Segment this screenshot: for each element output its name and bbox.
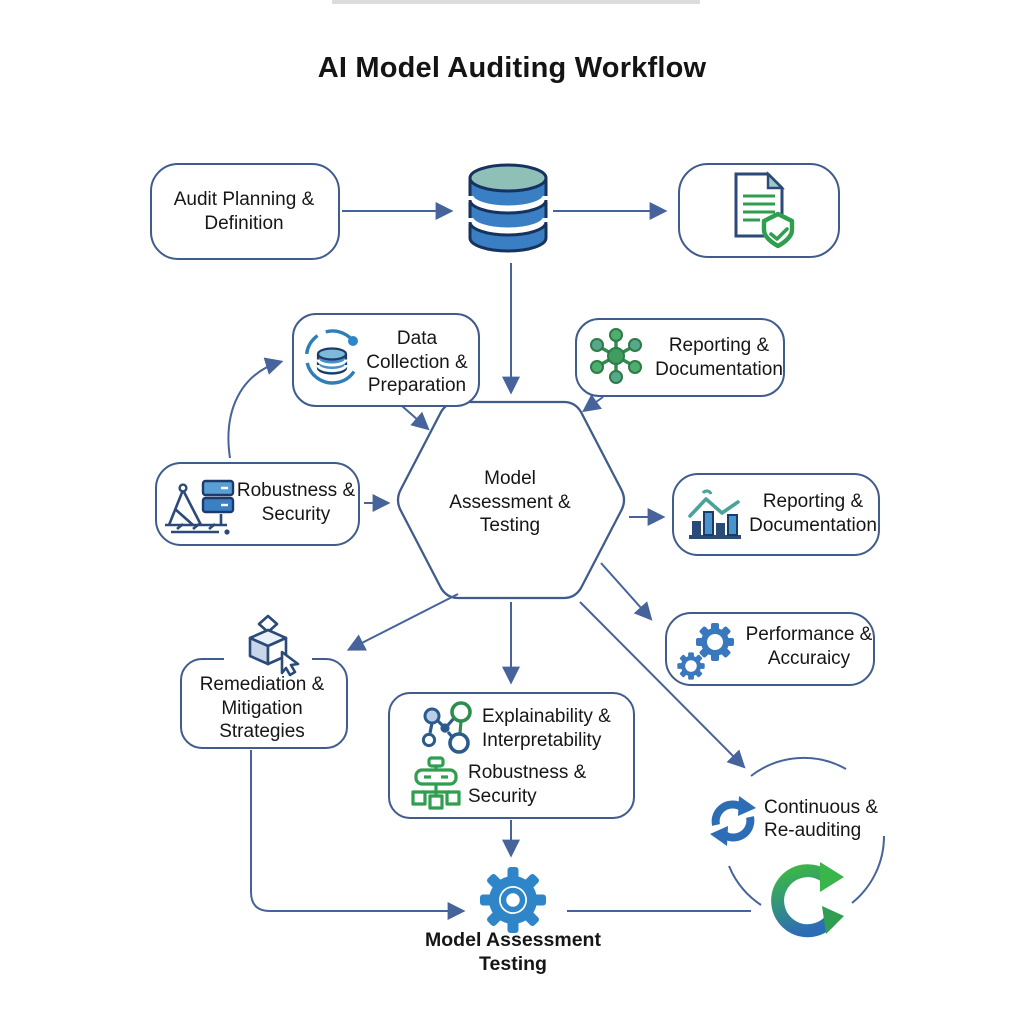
arrow-hexagon-to-performance — [600, 562, 653, 621]
label-explainability: Explainability & Interpretability — [482, 706, 611, 751]
label-continuous: Continuous & Re-auditing — [764, 797, 879, 841]
node-reporting-top — [575, 318, 785, 397]
arrow-hexagon-to-remediation — [346, 593, 459, 651]
cube-cursor-icon — [224, 614, 312, 680]
cycle-arc-top — [750, 756, 847, 777]
sync-arrows-icon — [710, 796, 756, 846]
page-title: AI Model Auditing Workflow — [317, 52, 707, 84]
arrow-hexagon-to-continuous — [579, 601, 746, 769]
cycle-arc-bottom-left — [728, 865, 762, 906]
gear-icon — [480, 867, 546, 933]
arrow-datacollection-to-hexagon — [401, 405, 430, 431]
database-cylinder-icon — [466, 163, 550, 253]
label-reporting-top: Reporting & Documentation — [655, 335, 783, 380]
label-robustness-left: Robustness & Security — [236, 480, 356, 525]
label-robustness-inner: Robustness & Security — [468, 762, 587, 807]
label-model-assessment-hex: Model Assessment & Testing — [449, 468, 571, 537]
double-gear-icon — [677, 623, 734, 680]
arrow-reporting-to-hexagon — [582, 394, 604, 413]
label-model-assessment-testing: Model Assessment Testing — [425, 929, 601, 976]
document-shield-check-icon — [734, 171, 795, 249]
green-orgchart-robot-icon — [411, 756, 461, 810]
arrow-remediation-to-gear — [250, 750, 466, 920]
label-audit-planning: Audit Planning & Definition — [173, 189, 315, 234]
recycle-cycle-icon — [771, 862, 844, 938]
crane-server-icon — [165, 479, 235, 535]
node-remediation — [180, 658, 348, 749]
arrow-robustness-to-datacollection — [227, 357, 284, 459]
label-performance: Performance & Accuraicy — [745, 624, 873, 669]
label-data-collection: Data Collection & Preparation — [366, 328, 468, 397]
database-sync-icon — [304, 329, 358, 385]
bar-chart-trend-icon — [688, 489, 741, 539]
green-network-hub-icon — [590, 328, 642, 384]
label-remediation: Remediation & Mitigation Strategies — [199, 674, 325, 743]
label-reporting-right: Reporting & Documentation — [749, 491, 877, 536]
molecule-graph-icon — [421, 701, 472, 754]
node-audit-planning — [150, 163, 340, 260]
cycle-arc-right — [851, 835, 886, 904]
